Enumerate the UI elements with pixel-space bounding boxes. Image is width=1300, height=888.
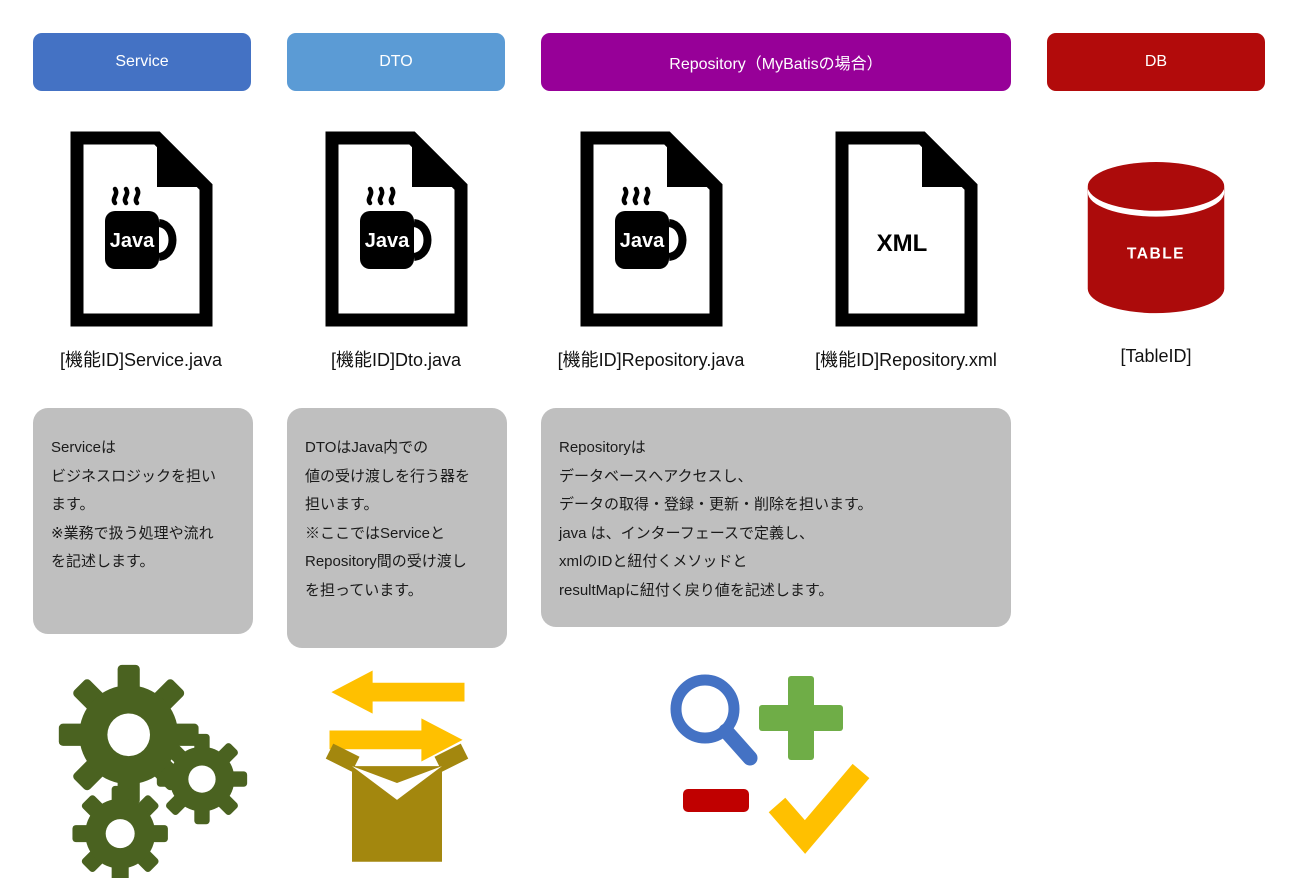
crud-icons	[655, 665, 880, 857]
filename-label: [機能ID]Dto.java	[330, 350, 462, 370]
xml-icon-label: XML	[877, 230, 928, 257]
java-file-icon: Java	[320, 126, 472, 332]
java-icon-label: Java	[620, 230, 665, 252]
header-repository: Repository（MyBatisの場合）	[541, 33, 1011, 91]
table-icon-label: TABLE	[1127, 246, 1185, 263]
plus-icon	[759, 676, 843, 760]
filename-label: [機能ID]Service.java	[59, 350, 223, 370]
java-file-icon: Java	[65, 126, 217, 332]
filename-label: [機能ID]Repository.java	[557, 350, 745, 370]
minus-icon	[683, 789, 749, 812]
filename-label: [TableID]	[1120, 346, 1192, 366]
dto-description-note: DTOはJava内での 値の受け渡しを行う器を 担います。 ※ここではServi…	[287, 408, 507, 648]
xml-file-icon: XML	[830, 126, 982, 332]
header-service-label: Service	[115, 53, 169, 70]
header-db: DB	[1047, 33, 1265, 91]
header-repository-label: Repository（MyBatisの場合）	[669, 56, 883, 73]
search-icon	[670, 674, 758, 766]
gears-icon	[52, 658, 248, 878]
package-transfer-icon	[322, 662, 472, 874]
box-icon	[325, 743, 469, 862]
database-icon: TABLE	[1078, 158, 1234, 324]
arrow-left-icon	[331, 670, 465, 714]
java-file-icon: Java	[575, 126, 727, 332]
arrow-right-icon	[329, 718, 463, 762]
header-db-label: DB	[1144, 53, 1168, 70]
header-dto-label: DTO	[379, 53, 413, 70]
header-service: Service	[33, 33, 251, 91]
check-icon	[768, 763, 870, 854]
java-icon-label: Java	[110, 230, 155, 252]
java-icon-label: Java	[365, 230, 410, 252]
service-description-note: Serviceは ビジネスロジックを担い ます。 ※業務で扱う処理や流れ を記述…	[33, 408, 253, 634]
header-dto: DTO	[287, 33, 505, 91]
repository-description-note: Repositoryは データベースへアクセスし、 データの取得・登録・更新・削…	[541, 408, 1011, 627]
filename-label: [機能ID]Repository.xml	[815, 350, 997, 370]
